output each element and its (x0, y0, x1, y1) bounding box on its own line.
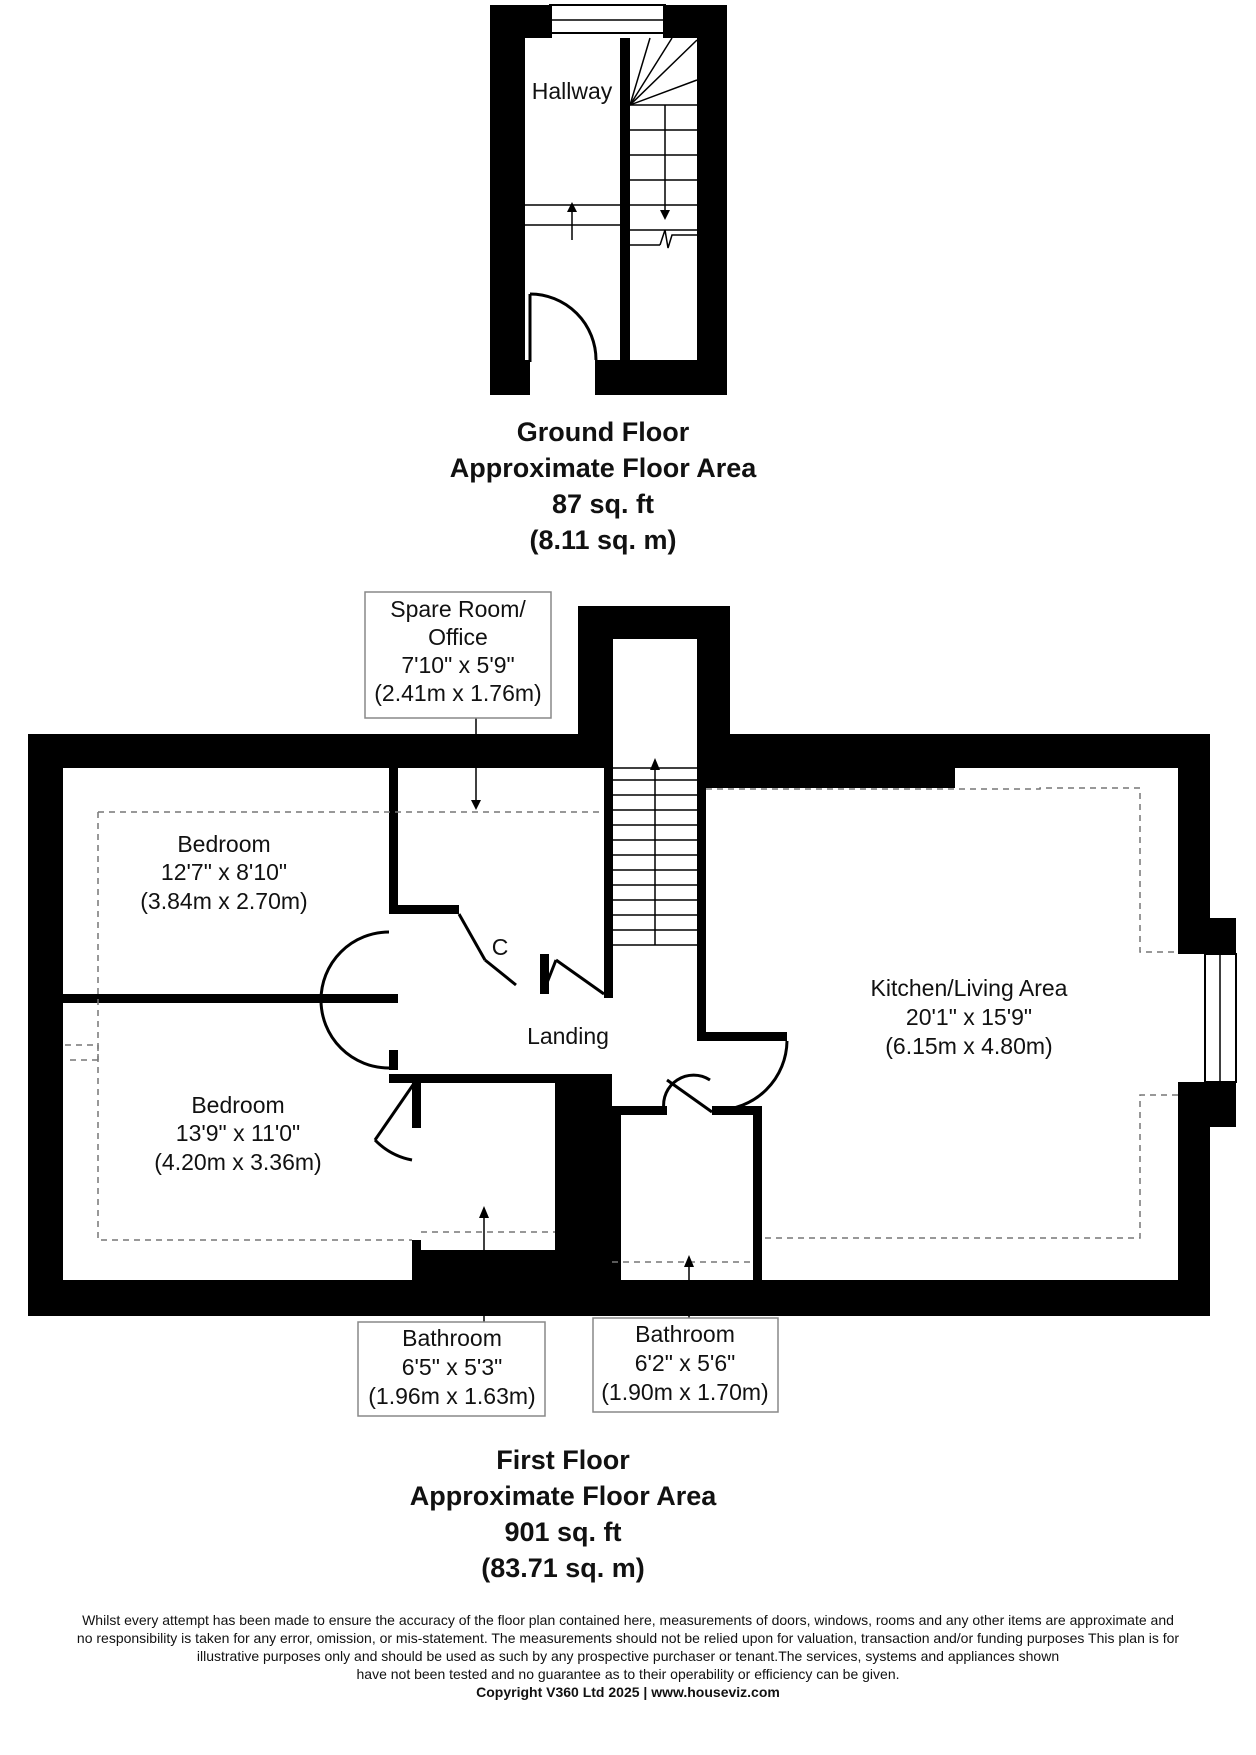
wall (712, 1106, 762, 1115)
wall (697, 1032, 787, 1041)
bedroom-2-imperial: 13'9" x 11'0" (176, 1120, 300, 1146)
bedroom-divider-wall (63, 994, 398, 1003)
bedroom-2-name: Bedroom (191, 1092, 284, 1118)
wall (1178, 734, 1210, 920)
wall (753, 1106, 762, 1281)
wall (490, 360, 530, 395)
first-floor-sqft: 901 sq. ft (504, 1517, 622, 1547)
wall (389, 768, 398, 913)
stair-wall (604, 768, 613, 998)
wall (612, 1106, 667, 1115)
hallway-label: Hallway (532, 78, 613, 104)
ground-stairs (629, 37, 698, 249)
bathroom-1-name: Bathroom (402, 1325, 502, 1351)
disclaimer: Whilst every attempt has been made to en… (0, 1611, 1256, 1701)
disclaimer-line-2: no responsibility is taken for any error… (76, 1630, 1180, 1646)
bedroom-1-name: Bedroom (177, 831, 270, 857)
wall (578, 606, 613, 768)
bathroom-2-name: Bathroom (635, 1321, 735, 1347)
cupboard-label: C (492, 934, 509, 960)
spare-room-name-2: Office (428, 624, 488, 650)
bedroom-2-metric: (4.20m x 3.36m) (154, 1149, 321, 1175)
disclaimer-line-3: illustrative purposes only and should be… (196, 1648, 1060, 1664)
ground-floor-area-label: Approximate Floor Area (449, 453, 757, 483)
spare-room-label-box (364, 591, 552, 719)
first-floor-title: First Floor Approximate Floor Area 901 s… (163, 1442, 963, 1586)
wall (1178, 918, 1236, 954)
wall (412, 1074, 421, 1128)
kitchen-name: Kitchen/Living Area (871, 975, 1068, 1001)
wall (697, 5, 727, 395)
bathroom-2-metric: (1.90m x 1.70m) (601, 1379, 768, 1405)
ground-floor-heading: Ground Floor (516, 417, 690, 447)
wall (1178, 1082, 1236, 1127)
wall (540, 954, 549, 994)
sloped-ceiling-lines (65, 787, 1178, 1263)
wall (28, 734, 63, 1316)
ground-floor-sqft: 87 sq. ft (551, 489, 655, 519)
spare-room-imperial: 7'10" x 5'9" (401, 652, 514, 678)
partition-wall (620, 38, 630, 360)
wall (28, 734, 578, 768)
bathroom-1-label-box (357, 1321, 546, 1417)
bedroom-1-imperial: 12'7" x 8'10" (161, 859, 287, 885)
ground-floor-title: Ground Floor Approximate Floor Area 87 s… (203, 414, 1003, 558)
ground-window (549, 4, 666, 34)
wall (490, 5, 525, 395)
doors (319, 913, 789, 1162)
bathroom-2-imperial: 6'2" x 5'6" (635, 1350, 736, 1376)
first-floor-heading: First Floor (496, 1445, 630, 1475)
wall (697, 768, 706, 1040)
spare-room-name: Spare Room/ (390, 596, 526, 622)
first-floor-sqm: (83.71 sq. m) (481, 1553, 645, 1583)
kitchen-metric: (6.15m x 4.80m) (885, 1033, 1052, 1059)
bathroom-1-imperial: 6'5" x 5'3" (402, 1354, 503, 1380)
ground-floor-sqm: (8.11 sq. m) (529, 525, 677, 555)
wall (28, 1280, 1210, 1316)
wall (555, 1074, 612, 1285)
wall (389, 905, 459, 914)
wall (389, 1050, 398, 1070)
first-floor-plan: Spare Room/ Office 7'10" x 5'9" (2.41m x… (28, 591, 1237, 1417)
first-floor-area-label: Approximate Floor Area (409, 1481, 717, 1511)
first-floor-stairs (613, 758, 697, 946)
wall (612, 1106, 621, 1281)
copyright: Copyright V360 Ltd 2025 | www.houseviz.c… (476, 1684, 780, 1700)
wall (389, 1074, 564, 1083)
disclaimer-line-1: Whilst every attempt has been made to en… (82, 1612, 1174, 1628)
disclaimer-line-4: have not been tested and no guarantee as… (356, 1666, 900, 1682)
wall (697, 760, 955, 788)
bedroom-1-metric: (3.84m x 2.70m) (140, 888, 307, 914)
bathroom-1-metric: (1.96m x 1.63m) (368, 1383, 535, 1409)
spare-room-metric: (2.41m x 1.76m) (374, 680, 541, 706)
ground-floor-plan: Hallway (490, 4, 727, 395)
bathroom-2-label-box (592, 1317, 779, 1413)
landing-label: Landing (527, 1023, 609, 1049)
wall (595, 360, 727, 395)
kitchen-imperial: 20'1" x 15'9" (906, 1004, 1032, 1030)
